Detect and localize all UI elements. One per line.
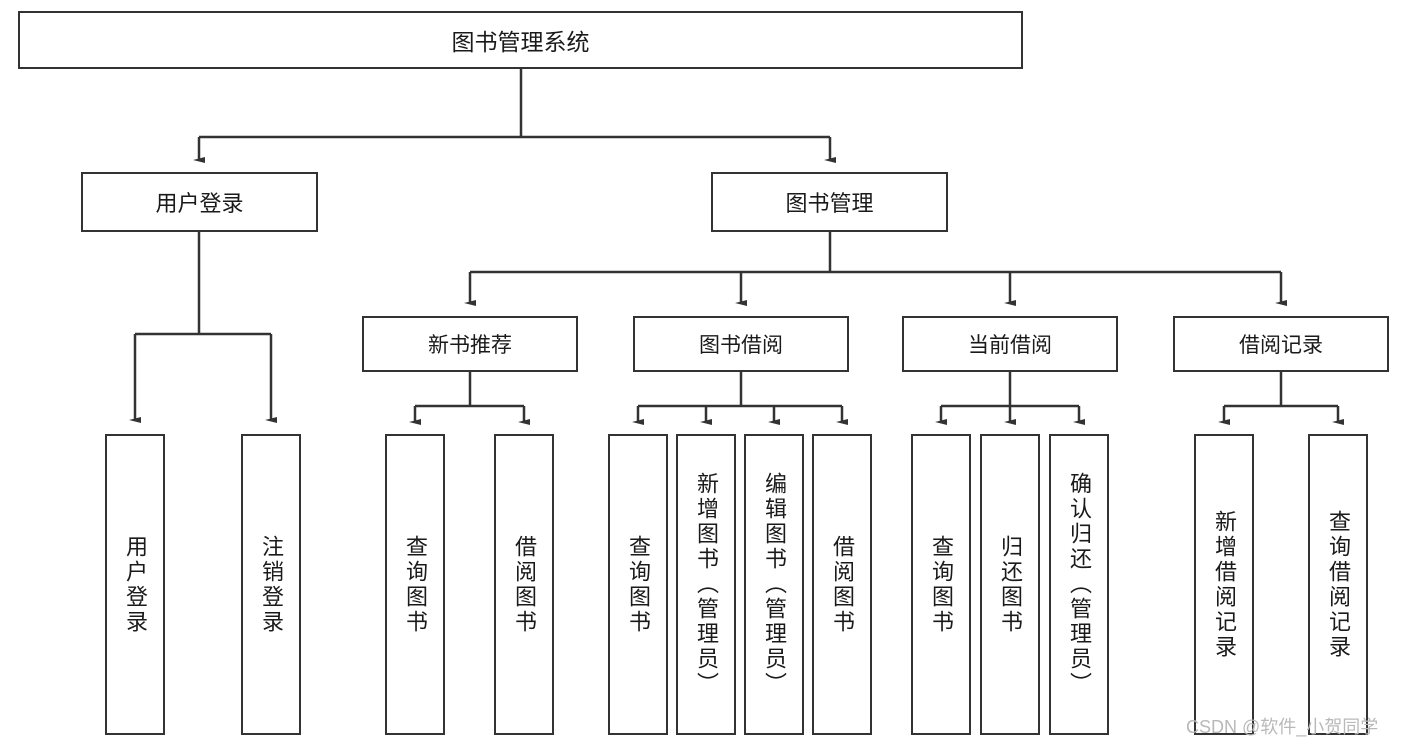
node-label: 图书借阅 [699, 334, 783, 357]
leaf-label: 查询图书 [626, 534, 651, 635]
node-label: 借阅记录 [1239, 334, 1323, 357]
leaf-borrow-book[interactable]: 借阅图书 [812, 434, 872, 735]
node-label: 当前借阅 [968, 334, 1052, 357]
leaf-label: 查询借阅记录 [1326, 509, 1351, 660]
node-new-book-recommend[interactable]: 新书推荐 [362, 316, 578, 372]
node-user-login[interactable]: 用户登录 [81, 172, 318, 232]
node-root-system[interactable]: 图书管理系统 [18, 11, 1023, 69]
leaf-confirm-return-admin[interactable]: 确认归还（管理员） [1049, 434, 1109, 735]
leaf-user-login[interactable]: 用户登录 [105, 434, 165, 735]
csdn-watermark: CSDN @软件_小贺同学 [1186, 717, 1379, 737]
node-borrow-record[interactable]: 借阅记录 [1173, 316, 1389, 372]
leaf-label: 确认归还（管理员） [1067, 472, 1092, 697]
leaf-edit-book-admin[interactable]: 编辑图书（管理员） [744, 434, 804, 735]
node-book-borrow[interactable]: 图书借阅 [633, 316, 849, 372]
leaf-label: 编辑图书（管理员） [762, 472, 787, 697]
leaf-query-book-current[interactable]: 查询图书 [911, 434, 971, 735]
leaf-label: 用户登录 [123, 534, 148, 635]
leaf-borrow-book-recommend[interactable]: 借阅图书 [494, 434, 554, 735]
node-label: 图书管理 [785, 191, 874, 216]
leaf-label: 借阅图书 [512, 534, 537, 635]
leaf-query-book-borrow[interactable]: 查询图书 [608, 434, 668, 735]
node-label: 新书推荐 [428, 334, 512, 357]
leaf-return-book[interactable]: 归还图书 [980, 434, 1040, 735]
leaf-label: 借阅图书 [830, 534, 855, 635]
leaf-label: 新增图书（管理员） [694, 472, 719, 697]
node-label: 图书管理系统 [451, 29, 590, 55]
leaf-label: 新增借阅记录 [1212, 509, 1237, 660]
leaf-label: 注销登录 [259, 534, 284, 635]
leaf-query-borrow-record[interactable]: 查询借阅记录 [1308, 434, 1368, 735]
leaf-query-book-recommend[interactable]: 查询图书 [385, 434, 445, 735]
leaf-add-borrow-record[interactable]: 新增借阅记录 [1194, 434, 1254, 735]
node-label: 用户登录 [155, 191, 244, 216]
leaf-label: 查询图书 [403, 534, 428, 635]
node-book-management[interactable]: 图书管理 [711, 172, 948, 232]
leaf-add-book-admin[interactable]: 新增图书（管理员） [676, 434, 736, 735]
node-current-borrow[interactable]: 当前借阅 [902, 316, 1118, 372]
leaf-label: 归还图书 [998, 534, 1023, 635]
leaf-label: 查询图书 [929, 534, 954, 635]
leaf-logout[interactable]: 注销登录 [241, 434, 301, 735]
